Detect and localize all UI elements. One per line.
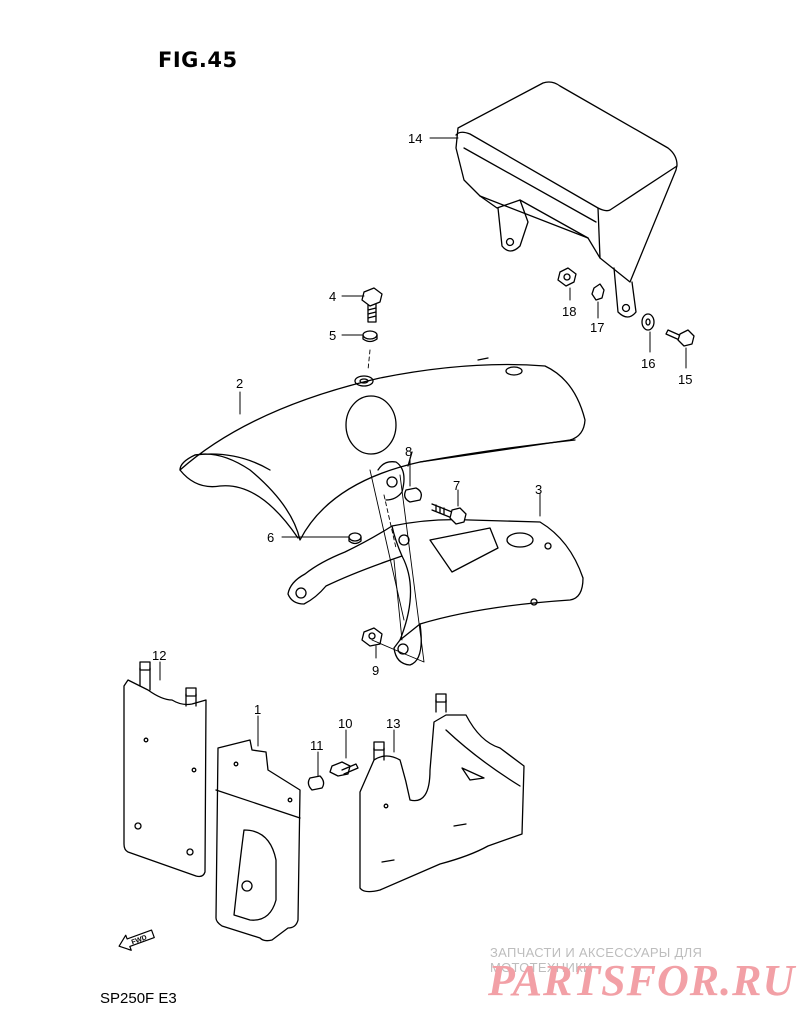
callout-13: 13	[386, 716, 400, 731]
fwd-arrow-icon: FWD	[118, 929, 155, 951]
washer-16-part[interactable]	[641, 313, 655, 331]
nut-18-part[interactable]	[557, 267, 577, 287]
callout-17: 17	[590, 320, 604, 335]
left-panel-part[interactable]	[123, 661, 207, 878]
callout-3: 3	[535, 482, 542, 497]
leader-lines	[159, 137, 687, 777]
bolt-15-part[interactable]	[665, 329, 695, 347]
right-panel-part[interactable]	[359, 693, 525, 893]
callout-6: 6	[267, 530, 274, 545]
washer-5-part[interactable]	[362, 330, 378, 343]
watermark-logo: PARTSFOR.RU	[488, 956, 796, 1005]
watermark-tagline: ЗАПЧАСТИ И АКСЕССУАРЫ ДЛЯ МОТОТЕХНИКИ	[490, 945, 703, 975]
callout-12: 12	[152, 648, 166, 663]
callout-numbers: 1 2 3 4 5 6 7 8 9 10 11 12 13 14 15 16 1…	[152, 131, 692, 753]
nut-9-part[interactable]	[361, 627, 383, 647]
bolt-7-part[interactable]	[431, 503, 467, 525]
callout-9: 9	[372, 663, 379, 678]
assembly-lines	[367, 349, 425, 663]
center-panel-part[interactable]	[215, 739, 301, 942]
callout-18: 18	[562, 304, 576, 319]
front-fender-part[interactable]	[179, 357, 586, 541]
callout-2: 2	[236, 376, 243, 391]
bolt-4-part[interactable]	[361, 287, 383, 323]
collar-8-part[interactable]	[404, 487, 422, 503]
callout-11: 11	[310, 738, 324, 753]
callout-16: 16	[641, 356, 655, 371]
nut-17-part[interactable]	[591, 283, 605, 301]
callout-8: 8	[405, 444, 412, 459]
seat-cowl-part[interactable]	[455, 81, 678, 318]
callout-1: 1	[254, 702, 261, 717]
model-code: SP250F E3	[100, 990, 177, 1007]
fender-brace-part[interactable]	[287, 518, 584, 666]
callout-7: 7	[453, 478, 460, 493]
washer-6-part[interactable]	[348, 532, 362, 545]
bolt-10-part[interactable]	[329, 761, 359, 777]
collar-11-part[interactable]	[307, 775, 325, 791]
callout-5: 5	[329, 328, 336, 343]
figure-title: FIG.45	[158, 48, 238, 72]
callout-15: 15	[678, 372, 692, 387]
callout-4: 4	[329, 289, 336, 304]
callout-10: 10	[338, 716, 352, 731]
callout-14: 14	[408, 131, 422, 146]
